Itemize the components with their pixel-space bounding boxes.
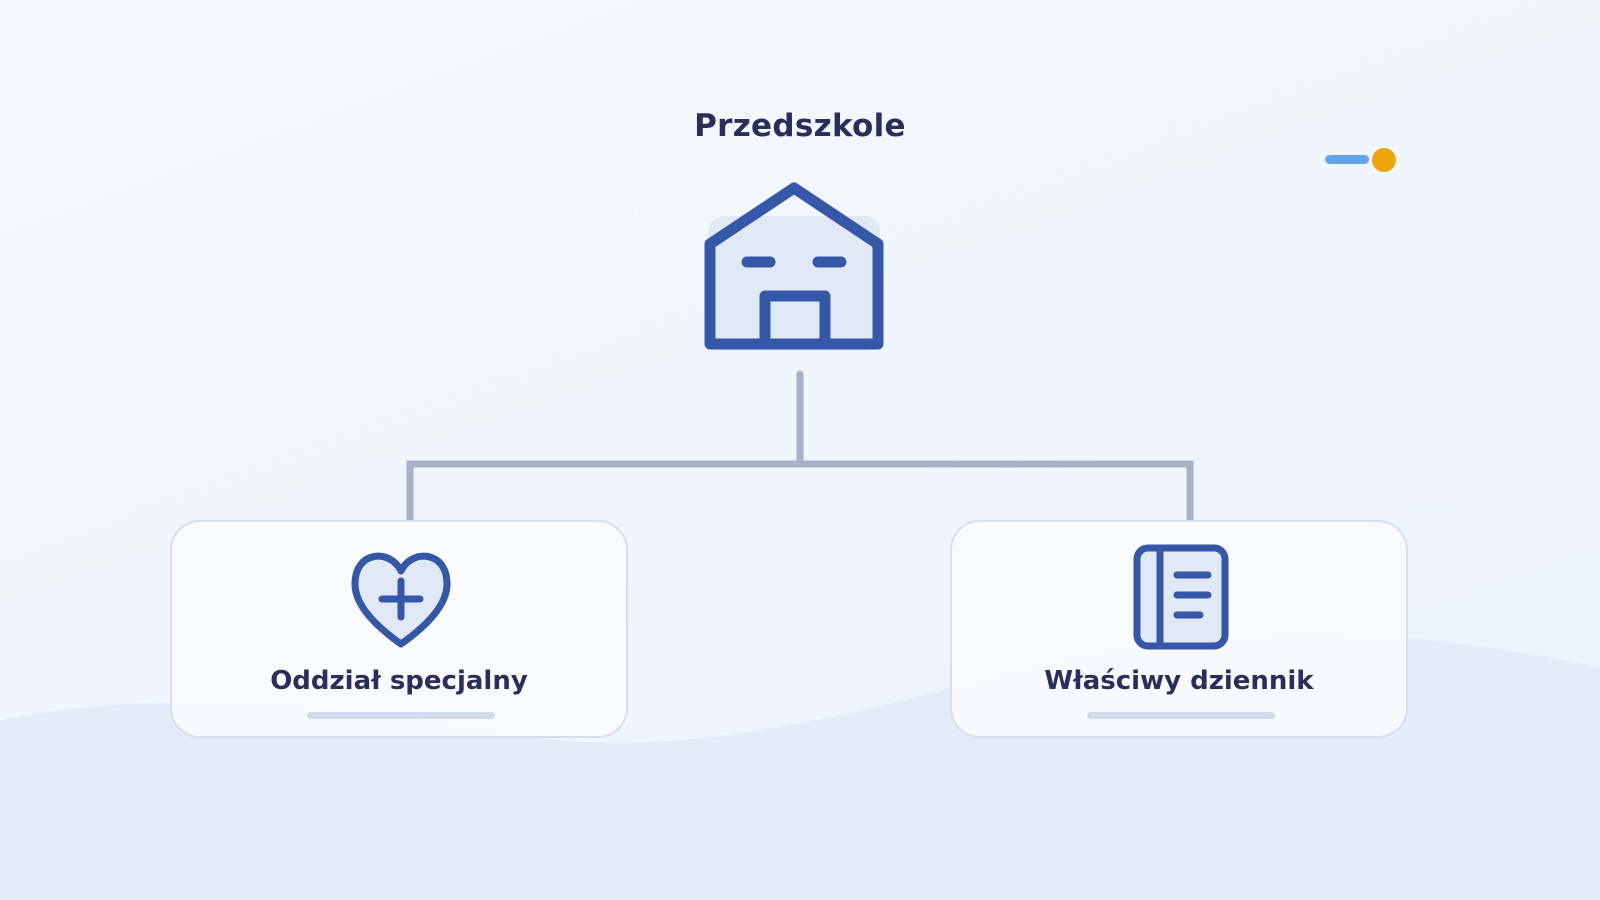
decorative-underline <box>307 712 495 719</box>
connector-branches <box>406 460 1194 520</box>
decorative-dot <box>1372 148 1396 172</box>
diagram-title: Przedszkole <box>694 108 906 144</box>
decorative-underline <box>1087 712 1275 719</box>
decorative-dash <box>1325 155 1369 164</box>
school-building-icon <box>704 182 884 351</box>
heart-plus-icon <box>351 552 451 648</box>
child-label: Oddział specjalny <box>270 666 528 696</box>
child-label: Właściwy dziennik <box>1044 666 1314 696</box>
child-card-special-unit: Oddział specjalny <box>170 520 628 738</box>
journal-book-icon <box>1133 544 1229 650</box>
child-card-proper-journal: Właściwy dziennik <box>950 520 1408 738</box>
